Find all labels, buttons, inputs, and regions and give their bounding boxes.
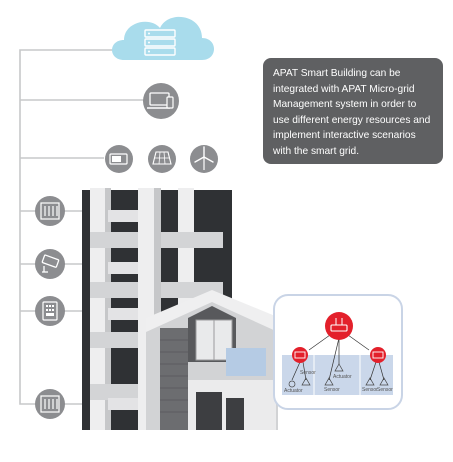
solar-panel-icon (148, 145, 176, 173)
controller-right-icon (370, 347, 386, 363)
sensor-icon (365, 377, 375, 386)
info-callout: APAT Smart Building can be integrated wi… (263, 58, 443, 164)
sensor-label: Sensor (300, 370, 316, 376)
distribution-panel-icon (35, 196, 65, 226)
meter-panel-icon (35, 389, 65, 419)
sensor-label: Sensor (324, 387, 340, 393)
gateway-router-icon (325, 312, 353, 340)
sensor-icon (324, 377, 334, 386)
battery-icon (105, 145, 133, 173)
apartment-building (82, 188, 280, 430)
actuator-icon (288, 380, 296, 388)
cloud-server-icon (112, 16, 214, 60)
sensor-label: Sensor (362, 387, 378, 393)
access-control-icon (35, 296, 65, 326)
sensor-icon (379, 377, 389, 386)
sensor-label: Sensor (377, 387, 393, 393)
computer-phone-icon (143, 83, 179, 119)
sensor-icon (301, 377, 311, 386)
cctv-camera-icon (35, 249, 65, 279)
microgrid-panel: Actuator Sensor Actuator Sensor Sensor S… (273, 294, 403, 410)
actuator-label: Actuator (284, 388, 303, 394)
actuator-label: Actuator (333, 374, 352, 380)
wind-turbine-icon (190, 145, 218, 173)
actuator-icon (334, 363, 344, 372)
controller-left-icon (292, 347, 308, 363)
